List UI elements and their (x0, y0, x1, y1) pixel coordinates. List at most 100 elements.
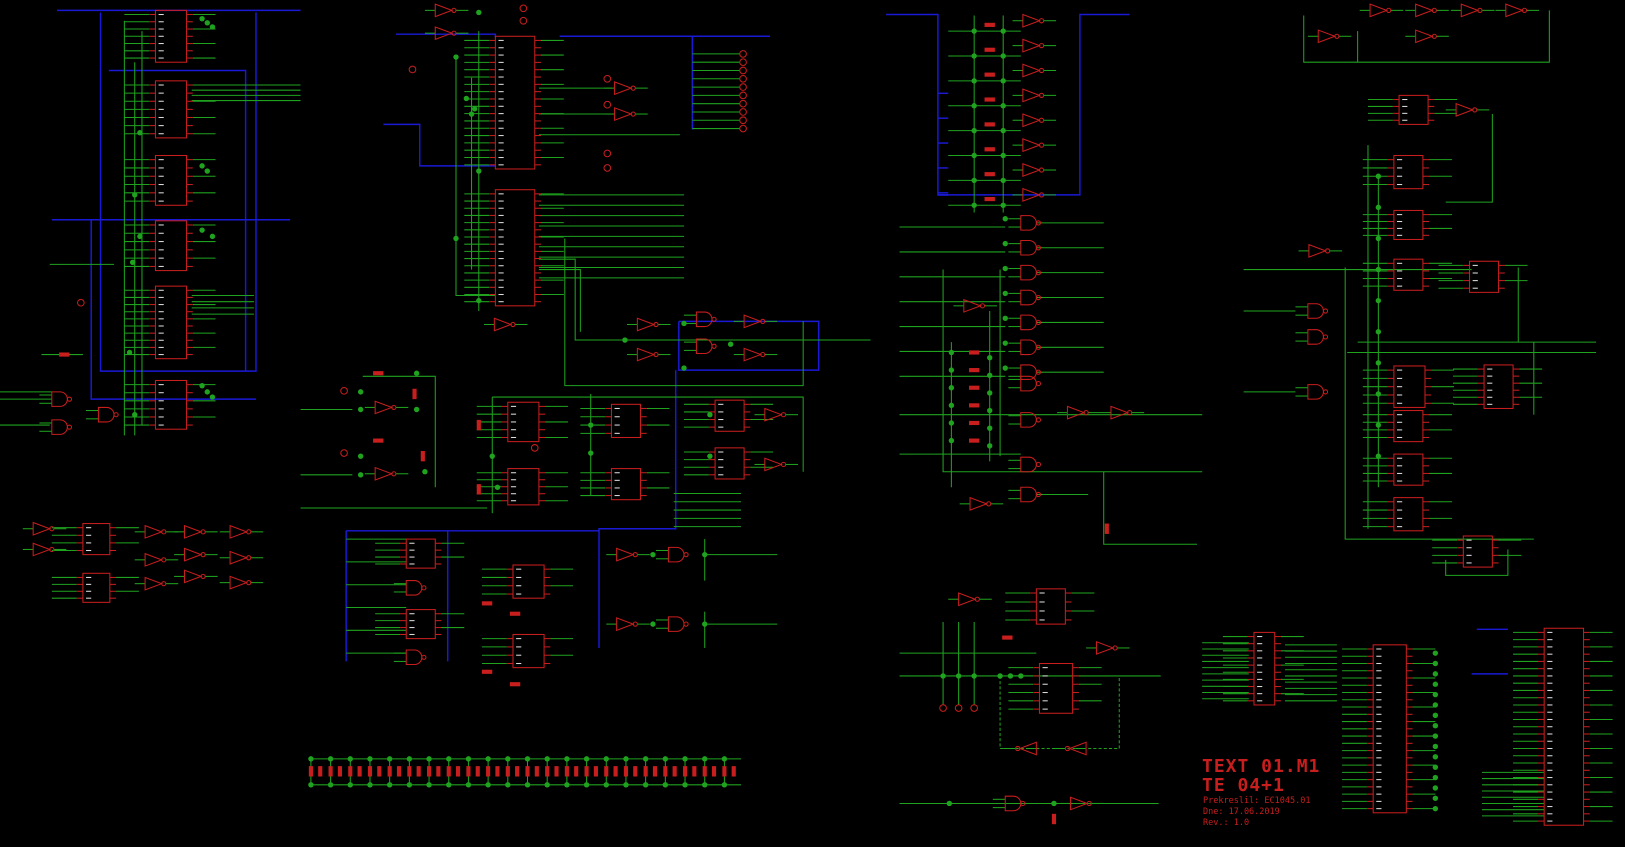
inverter-gate (1095, 640, 1115, 655)
pin-label (1376, 699, 1382, 701)
ic-chip (1483, 364, 1514, 409)
resistor (545, 766, 550, 777)
ic-chip (1398, 94, 1429, 125)
pin-label (614, 416, 620, 418)
terminal-connector (739, 66, 747, 75)
nand-bubble (1035, 294, 1042, 301)
resistor (984, 72, 995, 77)
junction-dot (1432, 805, 1439, 812)
junction-dot (971, 127, 977, 134)
nand-bubble (1035, 491, 1042, 498)
junction-dot (406, 756, 413, 762)
pin-label (1547, 762, 1553, 764)
wire (1303, 10, 1550, 63)
pin-label (614, 407, 620, 409)
pin-label (158, 249, 164, 251)
junction-dot (199, 227, 205, 233)
pin-label (718, 466, 724, 468)
inverter-gate (183, 569, 203, 584)
pin-label (1547, 733, 1553, 735)
inverter-gate (493, 317, 513, 332)
resistor (722, 766, 727, 777)
terminal-connector (954, 704, 963, 712)
terminal-connector (77, 298, 85, 307)
ic-chip (714, 399, 745, 432)
pin-label (1376, 655, 1382, 657)
inverter-gate (144, 576, 164, 591)
inverter-bubble (246, 580, 252, 586)
pin-label (1376, 750, 1382, 752)
terminal-connector (739, 108, 747, 116)
resistor (505, 766, 510, 777)
junction-dot (1375, 391, 1382, 397)
resistor (436, 766, 441, 777)
inverter-gate (969, 496, 989, 511)
junction-dot (971, 78, 977, 84)
pin-label (1466, 554, 1472, 556)
junction-dot (357, 472, 364, 478)
junction-dot (308, 782, 314, 788)
resistor (509, 611, 521, 616)
title-block-revision: Rev.: 1.0 (1203, 818, 1250, 828)
pin-label (1257, 664, 1263, 666)
pin-label (86, 549, 92, 552)
ic-chip (82, 523, 111, 556)
pin-label (1257, 657, 1263, 659)
inverter-gate (32, 542, 52, 557)
inverter-bubble (1038, 18, 1045, 24)
pin-label (158, 232, 164, 234)
junction-dot (505, 756, 511, 762)
wire (942, 269, 1203, 473)
junction-dot (465, 756, 472, 762)
pin-label (498, 200, 504, 202)
inverter-bubble (391, 404, 397, 411)
pin-label (1547, 704, 1553, 706)
resistor (604, 766, 609, 777)
resistor (554, 766, 559, 777)
pin-label (158, 159, 164, 161)
pin-label (1039, 619, 1045, 621)
resistor (475, 766, 480, 777)
title-block-title: TEXT 01.M1 (1202, 756, 1321, 777)
inverter-gate (144, 524, 164, 539)
junction-dot (308, 756, 314, 762)
resistor (731, 766, 736, 777)
junction-dot (1375, 204, 1382, 211)
inverter-bubble (760, 351, 766, 358)
inverter-bubble (1064, 745, 1071, 752)
junction-dot (494, 484, 501, 490)
ic-chip (82, 572, 111, 603)
resistor (481, 601, 493, 606)
resistor (373, 371, 384, 376)
junction-dot (702, 782, 708, 788)
pin-label (510, 479, 517, 481)
junction-dot (446, 756, 452, 762)
pin-label (1397, 421, 1403, 423)
pin-label (1257, 643, 1263, 645)
nand-gate (51, 391, 68, 407)
pin-label (158, 424, 164, 426)
resistor (984, 196, 995, 202)
junction-dot (987, 372, 993, 378)
inverter-gate (144, 552, 164, 567)
pin-label (498, 142, 504, 144)
bus-line (383, 123, 496, 167)
nand-gate (97, 406, 115, 423)
pin-label (1257, 686, 1263, 688)
pin-label (498, 236, 504, 238)
inverter-bubble (632, 621, 638, 627)
pin-label (1397, 227, 1403, 229)
ic-chip (494, 189, 536, 307)
resistor (984, 47, 995, 52)
pin-label (510, 413, 517, 415)
nand-bubble (711, 343, 717, 349)
wire (1344, 267, 1534, 540)
junction-dot (642, 782, 649, 788)
junction-dot (426, 756, 432, 762)
junction-dot (681, 365, 687, 371)
ic-chip (610, 468, 641, 501)
pin-label (1547, 784, 1553, 786)
pin-label (516, 568, 522, 570)
pin-label (498, 135, 504, 137)
nand-gate (695, 311, 713, 328)
